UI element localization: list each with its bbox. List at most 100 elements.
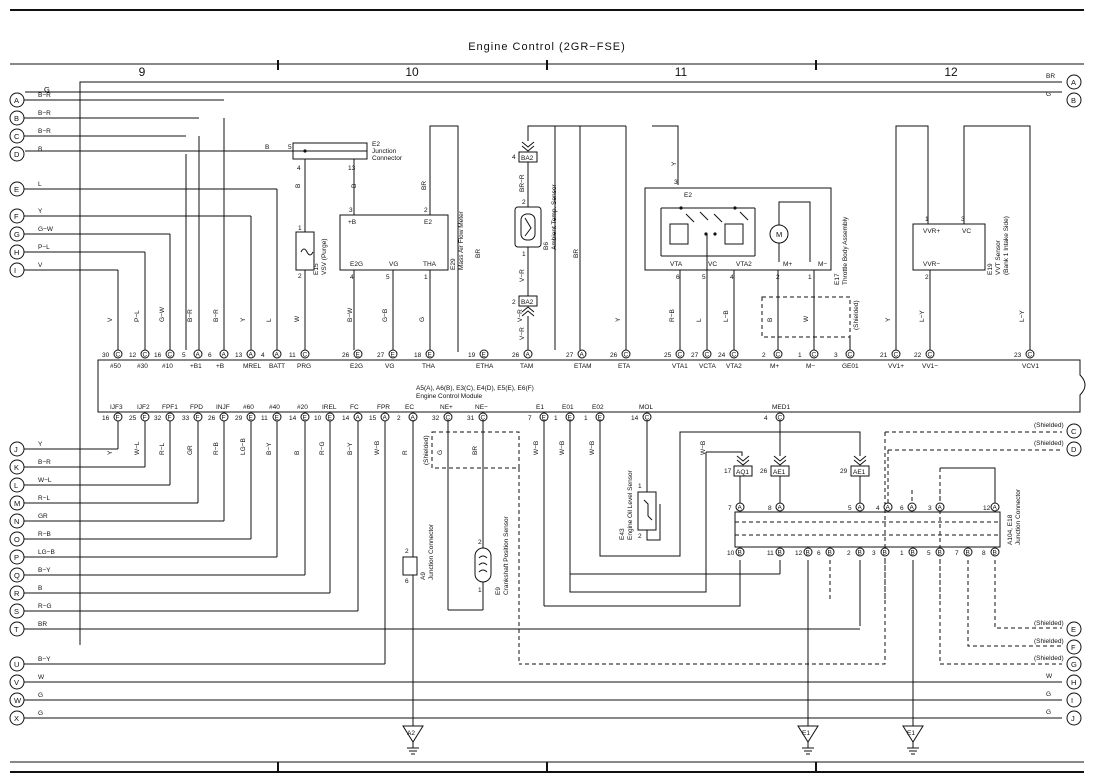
a104-pin-num: 7 (955, 550, 959, 557)
right-ref-label: (Shielded) (1034, 440, 1064, 447)
ecm-pin-connector: C (481, 415, 486, 422)
right-ref-letter: C (1071, 427, 1077, 436)
left-ref-r[interactable]: RB (9, 585, 330, 601)
ecm-pin-name: GE01 (842, 363, 859, 370)
left-ref-b[interactable]: BB−R (9, 110, 199, 126)
left-ref-letter: O (14, 535, 20, 544)
left-ref-e[interactable]: EL (9, 181, 277, 197)
right-ref-i[interactable]: IG (1046, 691, 1082, 708)
left-ref-x[interactable]: XG (9, 710, 1062, 726)
wire-color-label: L−Y (1019, 310, 1026, 322)
ae1-pin: 26 (760, 468, 768, 475)
left-ref-h[interactable]: HP−L (9, 244, 145, 260)
left-ref-q[interactable]: QB−Y (9, 567, 305, 583)
a104-top-pin (935, 502, 945, 512)
e15-vsv-purge: 1 2 E15 VSV (Purge) (295, 225, 328, 350)
e29-pin-e2g: E2G (350, 261, 363, 268)
left-ref-wire-color: G−W (38, 226, 54, 233)
e2-line2: Junction (372, 148, 397, 155)
right-ref-label: W (1046, 673, 1053, 680)
ecm-pin-number: 26 (610, 352, 618, 359)
left-ref-c[interactable]: CB−R (9, 128, 186, 144)
ecm-pin-connector: E (598, 415, 603, 422)
a104-pin-num: 2 (847, 550, 851, 557)
a104-name: Junction Connector (1015, 488, 1022, 545)
ground-label: A2 (407, 730, 415, 737)
e29-name: Mass Air Flow Meter (458, 210, 465, 270)
right-ref-e[interactable]: E(Shielded) (1034, 620, 1082, 637)
ecm-pin-number: 29 (235, 415, 243, 422)
e17-throttle-body-assembly: Y 3 E2 VTA VC VTA2 M M+ M− 6 5 4 2 1 E17… (625, 125, 860, 350)
right-ref-j[interactable]: JG (1046, 709, 1082, 726)
e15-code: E15 (313, 263, 320, 275)
ecm-pin-connector: E (303, 415, 308, 422)
ecm-pin-number: 1 (798, 352, 802, 359)
a104-pin-num: 6 (817, 550, 821, 557)
left-ref-d[interactable]: DB (9, 146, 42, 162)
left-ref-o[interactable]: OR−B (9, 531, 251, 547)
left-ref-p[interactable]: PLG−B (9, 549, 277, 565)
ecm-pin-connector: A (526, 352, 531, 359)
ecm-pin-number: 14 (289, 415, 297, 422)
right-ref-h[interactable]: HW (1046, 673, 1082, 690)
ecm-pin-connector: A (222, 352, 227, 359)
left-ref-a[interactable]: AB−R (9, 92, 224, 108)
ecm-pin-number: 4 (261, 352, 265, 359)
left-ref-g[interactable]: GG−W (9, 226, 170, 242)
ecm-top-pin: A6+B (208, 349, 229, 370)
right-ref-c[interactable]: C(Shielded) (1034, 422, 1082, 439)
right-ref-a[interactable]: ABR (1046, 73, 1082, 90)
wire-color-label: R−L (159, 443, 166, 455)
ecm-pin-name: FPR (377, 404, 390, 411)
ecm-pin-number: 31 (467, 415, 475, 422)
ecm-bottom-pin: E11#40 (261, 404, 282, 422)
left-ref-l[interactable]: LW−L (9, 477, 170, 493)
left-ref-v[interactable]: VW (9, 674, 1062, 690)
a104-bottom-pin (880, 547, 890, 557)
ecm-pin-name: M+ (770, 363, 779, 370)
right-ref-label: G (1046, 691, 1051, 698)
ground-icon: A2 (402, 725, 424, 755)
left-ref-f[interactable]: FY (9, 208, 251, 224)
right-ref-b[interactable]: BG (1046, 91, 1082, 108)
a104-pin-conn: A (886, 505, 891, 512)
ecm-pin-number: 27 (566, 352, 574, 359)
ecm-pin-number: 1 (584, 415, 588, 422)
right-ref-g[interactable]: G(Shielded) (1034, 655, 1082, 672)
left-ref-w[interactable]: WG (9, 692, 1062, 708)
ecm-top-pin: C12#30 (129, 349, 150, 370)
a104-pin-num: 6 (900, 505, 904, 512)
e29-pin-vg: VG (389, 261, 398, 268)
left-ref-j[interactable]: JY (9, 441, 118, 457)
left-ref-n[interactable]: NGR (9, 513, 224, 529)
right-ref-d[interactable]: D(Shielded) (1034, 440, 1082, 457)
left-ref-wire-color: BR (38, 621, 47, 628)
e29-code: E29 (450, 258, 457, 270)
e29-n4: 4 (350, 274, 354, 281)
a104-top-pin (990, 502, 1000, 512)
ecm-pin-number: 33 (182, 415, 190, 422)
right-ref-f[interactable]: F(Shielded) (1034, 638, 1082, 655)
ecm-pin-number: 4 (764, 415, 768, 422)
e17-mp: M+ (783, 261, 792, 268)
ecm-pin-number: 19 (468, 352, 476, 359)
left-ref-m[interactable]: MR−L (9, 495, 198, 511)
ecm-pin-name: IJF2 (137, 404, 150, 411)
ecm-pin-connector: C (143, 352, 148, 359)
left-ref-u[interactable]: UB−Y (9, 656, 385, 672)
left-ref-wire-color: R−G (38, 603, 52, 610)
e15-pin2: 2 (298, 273, 302, 280)
e17-vta: VTA (670, 261, 683, 268)
left-ref-s[interactable]: SR−G (9, 603, 358, 619)
wire-color-label: G−B (382, 309, 389, 322)
right-ref-label: G (1046, 709, 1051, 716)
a104-pin-conn: B (828, 550, 832, 557)
ecm-pin-connector: A (383, 415, 388, 422)
left-ref-k[interactable]: KB−R (9, 459, 145, 475)
left-ref-i[interactable]: IV (9, 262, 118, 278)
ecm-pin-connector: E (542, 415, 547, 422)
